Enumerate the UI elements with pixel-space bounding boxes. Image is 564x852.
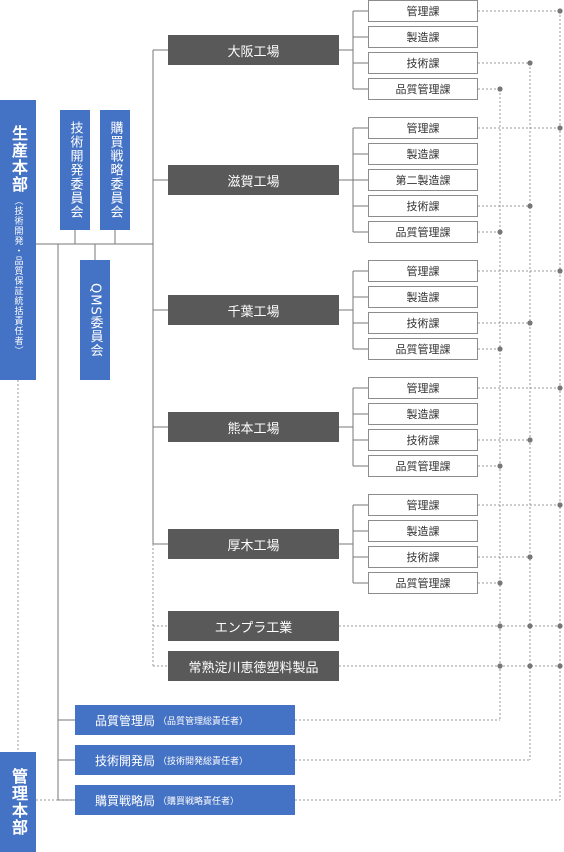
tech-dev-committee-box: 技術開発委員会: [60, 110, 90, 230]
section-name: 品質管理課: [395, 460, 451, 473]
section-box: 品質管理課: [368, 455, 478, 477]
section-box: 品質管理課: [368, 221, 478, 243]
section-box: 技術課: [368, 195, 478, 217]
section-name: 管理課: [406, 122, 440, 135]
section-box: 技術課: [368, 52, 478, 74]
affiliate-box: エンプラ工業: [168, 611, 339, 641]
section-name: 技術課: [406, 434, 440, 447]
section-name: 技術課: [406, 200, 440, 213]
junction-dot: [497, 663, 503, 669]
factory-name: 滋賀工場: [227, 174, 280, 190]
section-box: 管理課: [368, 377, 478, 399]
bureau-sub: （技術開発総責任者）: [158, 756, 249, 767]
bureau-box: 技術開発局（技術開発総責任者）: [75, 745, 295, 775]
section-name: 管理課: [406, 265, 440, 278]
purchasing-committee-box: 購買戦略委員会: [100, 110, 130, 230]
junction-dot: [527, 554, 533, 560]
section-name: 品質管理課: [395, 343, 451, 356]
section-box: 管理課: [368, 117, 478, 139]
junction-dot: [557, 502, 563, 508]
factory-box: 厚木工場: [168, 529, 339, 559]
admin-hq-box: 管理本部: [0, 752, 36, 852]
affiliate-name: 常熟淀川恵徳塑料製品: [188, 660, 319, 676]
section-name: 品質管理課: [395, 83, 451, 96]
factory-name: 千葉工場: [227, 304, 280, 320]
section-name: 品質管理課: [395, 226, 451, 239]
section-box: 技術課: [368, 546, 478, 568]
bureau-name: 購買戦略局: [95, 793, 156, 808]
bureau-box: 品質管理局（品質管理総責任者）: [75, 705, 295, 735]
section-box: 技術課: [368, 429, 478, 451]
junction-dot: [497, 229, 503, 235]
section-name: 技術課: [406, 57, 440, 70]
junction-dot: [527, 623, 533, 629]
production-hq-sub: （技術開発・品質保証統括責任者）: [12, 195, 23, 356]
section-name: 製造課: [406, 148, 440, 161]
junction-dot: [497, 86, 503, 92]
section-box: 製造課: [368, 143, 478, 165]
tech-dev-committee-label: 技術開発委員会: [67, 121, 83, 219]
production-hq-box: 生産本部 （技術開発・品質保証統括責任者）: [0, 100, 36, 380]
junction-dot: [557, 8, 563, 14]
section-name: 管理課: [406, 382, 440, 395]
section-box: 製造課: [368, 520, 478, 542]
factory-name: 厚木工場: [227, 538, 280, 554]
section-box: 品質管理課: [368, 338, 478, 360]
junction-dot: [527, 320, 533, 326]
factory-box: 滋賀工場: [168, 165, 339, 195]
affiliate-name: エンプラ工業: [214, 620, 293, 636]
junction-dot: [557, 125, 563, 131]
section-box: 製造課: [368, 403, 478, 425]
junction-dot: [497, 463, 503, 469]
junction-dot: [527, 437, 533, 443]
section-box: 管理課: [368, 0, 478, 22]
production-hq-name: 生産本部: [9, 124, 28, 193]
bureau-sub: （品質管理総責任者）: [158, 716, 249, 727]
section-box: 製造課: [368, 26, 478, 48]
factory-box: 千葉工場: [168, 295, 339, 325]
factory-box: 熊本工場: [168, 412, 339, 442]
section-box: 管理課: [368, 260, 478, 282]
section-box: 品質管理課: [368, 78, 478, 100]
junction-dot: [557, 623, 563, 629]
qms-committee-box: QMS委員会: [80, 260, 110, 380]
section-name: 製造課: [406, 408, 440, 421]
junction-dot: [557, 268, 563, 274]
junction-dot: [497, 623, 503, 629]
affiliate-box: 常熟淀川恵徳塑料製品: [168, 651, 339, 681]
qms-committee-label: QMS委員会: [87, 282, 103, 358]
section-name: 製造課: [406, 525, 440, 538]
section-name: 製造課: [406, 291, 440, 304]
bureau-name: 品質管理局: [95, 713, 156, 728]
section-box: 技術課: [368, 312, 478, 334]
section-box: 管理課: [368, 494, 478, 516]
section-name: 品質管理課: [395, 577, 451, 590]
junction-dot: [557, 663, 563, 669]
section-box: 品質管理課: [368, 572, 478, 594]
bureau-name: 技術開発局: [95, 753, 156, 768]
junction-dot: [497, 346, 503, 352]
purchasing-committee-label: 購買戦略委員会: [107, 121, 123, 219]
factory-name: 熊本工場: [227, 421, 280, 437]
section-name: 技術課: [406, 551, 440, 564]
section-name: 管理課: [406, 499, 440, 512]
section-name: 管理課: [406, 5, 440, 18]
admin-hq-name: 管理本部: [9, 768, 28, 836]
section-box: 第二製造課: [368, 169, 478, 191]
section-name: 第二製造課: [395, 174, 451, 187]
junction-dot: [527, 60, 533, 66]
section-name: 製造課: [406, 31, 440, 44]
factory-name: 大阪工場: [227, 44, 280, 60]
junction-dot: [497, 580, 503, 586]
bureau-box: 購買戦略局（購買戦略責任者）: [75, 785, 295, 815]
section-name: 技術課: [406, 317, 440, 330]
junction-dot: [557, 385, 563, 391]
junction-dot: [527, 203, 533, 209]
section-box: 製造課: [368, 286, 478, 308]
junction-dot: [527, 663, 533, 669]
bureau-sub: （購買戦略責任者）: [158, 796, 240, 807]
factory-box: 大阪工場: [168, 35, 339, 65]
